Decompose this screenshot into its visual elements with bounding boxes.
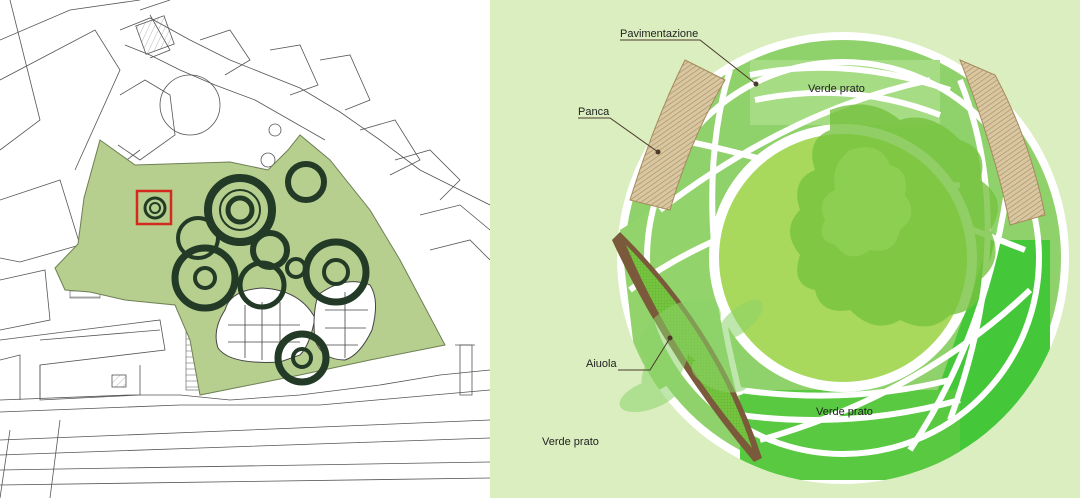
bench-right [959,59,1046,226]
plan-tree-rings [143,161,370,386]
label-verde-prato-top: Verde prato [808,83,865,95]
plan-context-lines [0,0,490,498]
plan-highlight-box [135,189,173,226]
leader-dots [655,81,759,341]
plan-hatch-small [111,374,127,388]
detail-plan: Pavimentazione Verde prato Panca Aiuola … [490,0,1080,498]
label-verde-prato-outer: Verde prato [542,436,599,448]
label-verde-prato-bottom: Verde prato [816,406,873,418]
label-pavimentazione: Pavimentazione [620,28,698,40]
label-aiuola: Aiuola [586,358,617,370]
aiuola-plants [619,298,763,413]
leader-lines [578,39,757,371]
site-plan [0,0,490,498]
label-panca: Panca [578,106,610,118]
bench-left [629,59,726,211]
plan-hatch-block [135,15,175,55]
tree-canopy-detail [821,147,912,257]
